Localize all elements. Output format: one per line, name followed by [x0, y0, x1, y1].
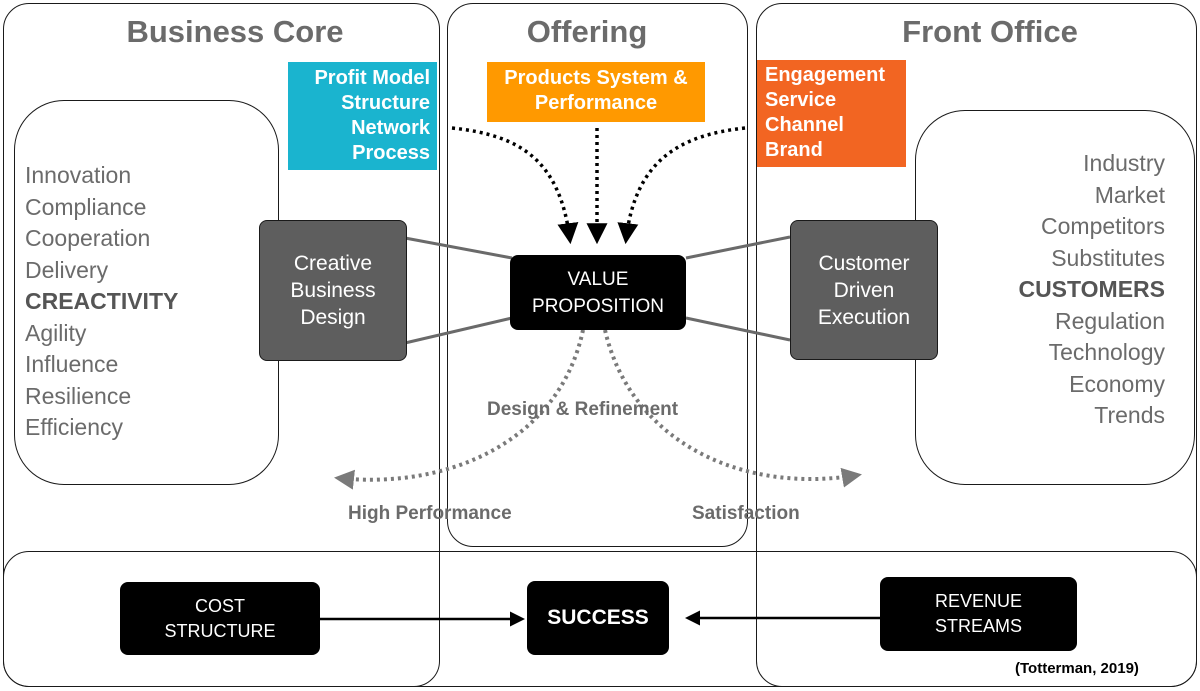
node-line: Business: [290, 279, 376, 302]
design-refinement-label: Design & Refinement: [487, 399, 679, 420]
list-item: Influence: [25, 351, 119, 377]
node-line: STREAMS: [934, 616, 1022, 636]
node-line: VALUE: [567, 268, 629, 290]
market-factors-list: Industry Market Competitors Substitutes …: [1018, 148, 1165, 432]
list-item: Economy: [1069, 370, 1165, 397]
engagement-tag: Engagement Service Channel Brand: [757, 60, 906, 167]
solid-connectors: [404, 235, 791, 345]
list-item: Technology: [1048, 339, 1165, 365]
creative-business-design-node: Creative Business Design: [259, 220, 407, 361]
engagement-tag-line-2: Service: [765, 89, 837, 111]
engagement-tag-line-1: Engagement: [765, 64, 886, 86]
value-proposition-node: VALUE PROPOSITION: [510, 255, 686, 330]
citation: (Totterman, 2019): [1015, 660, 1139, 677]
profit-model-tag: Profit Model Structure Network Process: [288, 62, 437, 170]
list-item: Industry: [1083, 150, 1165, 176]
business-core-title: Business Core: [126, 14, 344, 49]
front-office-title: Front Office: [902, 14, 1078, 49]
node-line: Execution: [817, 305, 911, 329]
success-node: SUCCESS: [527, 581, 669, 655]
list-item: Substitutes: [1051, 244, 1165, 271]
node-line: SUCCESS: [547, 606, 649, 629]
profit-tag-line-1: Profit Model: [314, 67, 430, 89]
high-performance-label: High Performance: [348, 503, 512, 524]
products-tag: Products System & Performance: [487, 62, 705, 122]
dotted-input-arrows: [451, 126, 746, 245]
bottom-band: [3, 551, 1197, 687]
list-item: Resilience: [25, 382, 132, 409]
node-line: STRUCTURE: [164, 620, 276, 641]
list-item: Cooperation: [25, 225, 151, 251]
list-item: Regulation: [1055, 307, 1165, 334]
profit-tag-line-4: Process: [352, 142, 430, 164]
node-line: REVENUE: [934, 591, 1023, 611]
engagement-tag-line-4: Brand: [765, 139, 823, 161]
list-item: Trends: [1094, 402, 1165, 428]
products-tag-line-2: Performance: [534, 92, 658, 114]
node-line: Creative: [293, 252, 373, 275]
profit-tag-line-2: Structure: [341, 92, 430, 114]
bottom-arrows: [320, 610, 880, 627]
offering-title: Offering: [526, 14, 648, 49]
node-line: COST: [194, 595, 245, 616]
list-item-highlight: CUSTOMERS: [1018, 276, 1165, 302]
node-line: PROPOSITION: [532, 295, 664, 317]
list-item: Competitors: [1041, 213, 1165, 239]
node-line: Driven: [833, 278, 895, 302]
list-item: Market: [1094, 181, 1165, 208]
list-item: Agility: [25, 319, 87, 346]
list-item: Compliance: [25, 193, 147, 220]
node-line: Design: [300, 306, 366, 329]
list-item: Delivery: [25, 256, 109, 283]
satisfaction-label: Satisfaction: [692, 503, 800, 524]
engagement-tag-line-3: Channel: [765, 114, 844, 136]
node-line: Customer: [818, 251, 910, 275]
customer-driven-execution-node: Customer Driven Execution: [790, 220, 938, 360]
offering-panel: [447, 3, 748, 547]
list-item-highlight: CREACTIVITY: [25, 288, 179, 314]
revenue-streams-node: REVENUE STREAMS: [880, 577, 1077, 651]
list-item: Innovation: [25, 162, 132, 188]
list-item: Efficiency: [25, 414, 124, 440]
cost-structure-node: COST STRUCTURE: [120, 582, 320, 655]
products-tag-line-1: Products System &: [504, 67, 688, 89]
profit-tag-line-3: Network: [351, 117, 430, 139]
dotted-output-arrows: [334, 329, 862, 490]
business-factors-list: Innovation Compliance Cooperation Delive…: [25, 160, 178, 444]
